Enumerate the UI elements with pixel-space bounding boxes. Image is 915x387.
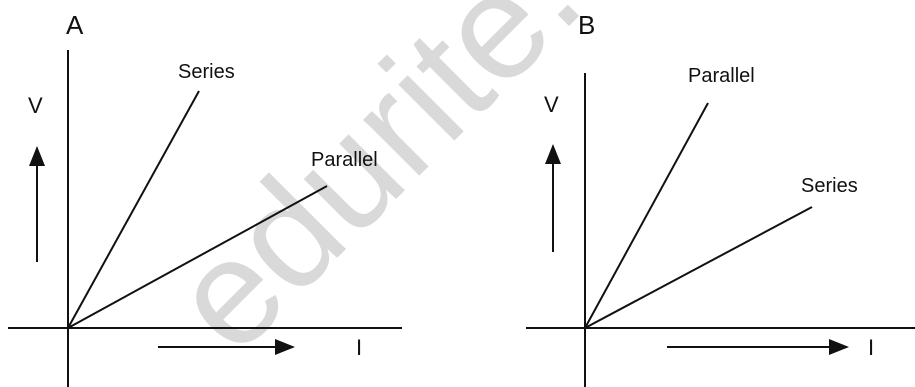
panel-b-series-line bbox=[584, 206, 813, 329]
watermark: edurite.com bbox=[139, 0, 812, 383]
panel-a-series-line bbox=[67, 90, 200, 329]
panel-a-series-label: Series bbox=[178, 61, 235, 83]
panel-a-y-axis-label: V bbox=[28, 93, 43, 118]
panel-b-label: B bbox=[578, 10, 595, 40]
panel-b-parallel-label: Parallel bbox=[688, 65, 755, 87]
panel-b-x-axis-label: I bbox=[868, 335, 874, 360]
panel-a-label: A bbox=[66, 10, 84, 40]
panel-b-parallel-line bbox=[584, 102, 709, 329]
panel-b-series-label: Series bbox=[801, 175, 858, 197]
panel-b-y-axis-label: V bbox=[544, 92, 559, 117]
panel-b: B V I Parallel Series bbox=[526, 10, 915, 387]
panel-a-parallel-line bbox=[67, 185, 328, 329]
watermark-text: edurite.com bbox=[139, 0, 812, 383]
panel-a-parallel-label: Parallel bbox=[311, 149, 378, 171]
panel-a-x-axis-label: I bbox=[356, 335, 362, 360]
panel-a: A V I Series Parallel bbox=[8, 10, 402, 387]
